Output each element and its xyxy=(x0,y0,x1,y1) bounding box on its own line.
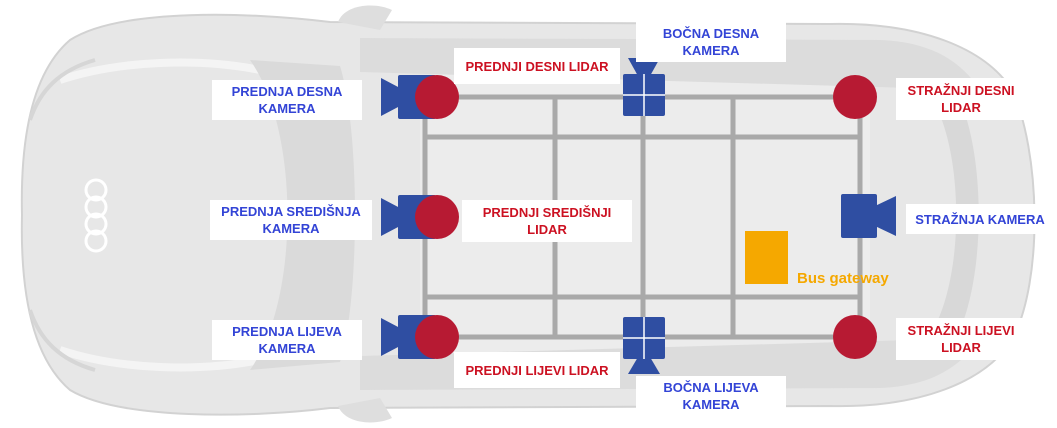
rear-window xyxy=(930,95,979,335)
label-front-right-camera: PREDNJA DESNA KAMERA xyxy=(212,80,362,120)
label-front-center-camera: PREDNJA SREDIŠNJA KAMERA xyxy=(210,200,372,240)
front-light-top xyxy=(28,58,96,121)
camera-icon xyxy=(623,317,665,374)
label-rear-camera: STRAŽNJA KAMERA xyxy=(906,204,1054,234)
label-front-left-camera: PREDNJA LIJEVA KAMERA xyxy=(212,320,362,360)
four-rings-logo xyxy=(84,178,108,253)
lidar-circle-icon xyxy=(415,195,459,239)
label-front-left-lidar: PREDNJI LIJEVI LIDAR xyxy=(454,352,620,388)
lidar-circle-icon xyxy=(415,75,459,119)
hood-line-bottom xyxy=(58,346,261,372)
hood-line-top xyxy=(58,58,261,84)
label-side-left-camera: BOČNA LIJEVA KAMERA xyxy=(636,376,786,416)
label-rear-left-lidar: STRAŽNJI LIJEVI LIDAR xyxy=(896,318,1026,360)
front-light-bottom xyxy=(28,309,96,372)
label-front-right-lidar: PREDNJI DESNI LIDAR xyxy=(454,48,620,84)
mirror-top xyxy=(338,5,392,30)
label-rear-right-lidar: STRAŽNJI DESNI LIDAR xyxy=(896,78,1026,120)
mirror-bottom xyxy=(338,398,392,423)
gateway-box-icon xyxy=(745,231,788,284)
camera-icon xyxy=(623,58,665,116)
label-front-center-lidar: PREDNJI SREDIŠNJI LIDAR xyxy=(462,200,632,242)
lidar-circle-icon xyxy=(415,315,459,359)
lidar-circle-icon xyxy=(833,75,877,119)
lidar-circle-icon xyxy=(833,315,877,359)
camera-icon xyxy=(841,194,896,238)
label-bus-gateway: Bus gateway xyxy=(797,270,889,287)
label-side-right-camera: BOČNA DESNA KAMERA xyxy=(636,22,786,62)
